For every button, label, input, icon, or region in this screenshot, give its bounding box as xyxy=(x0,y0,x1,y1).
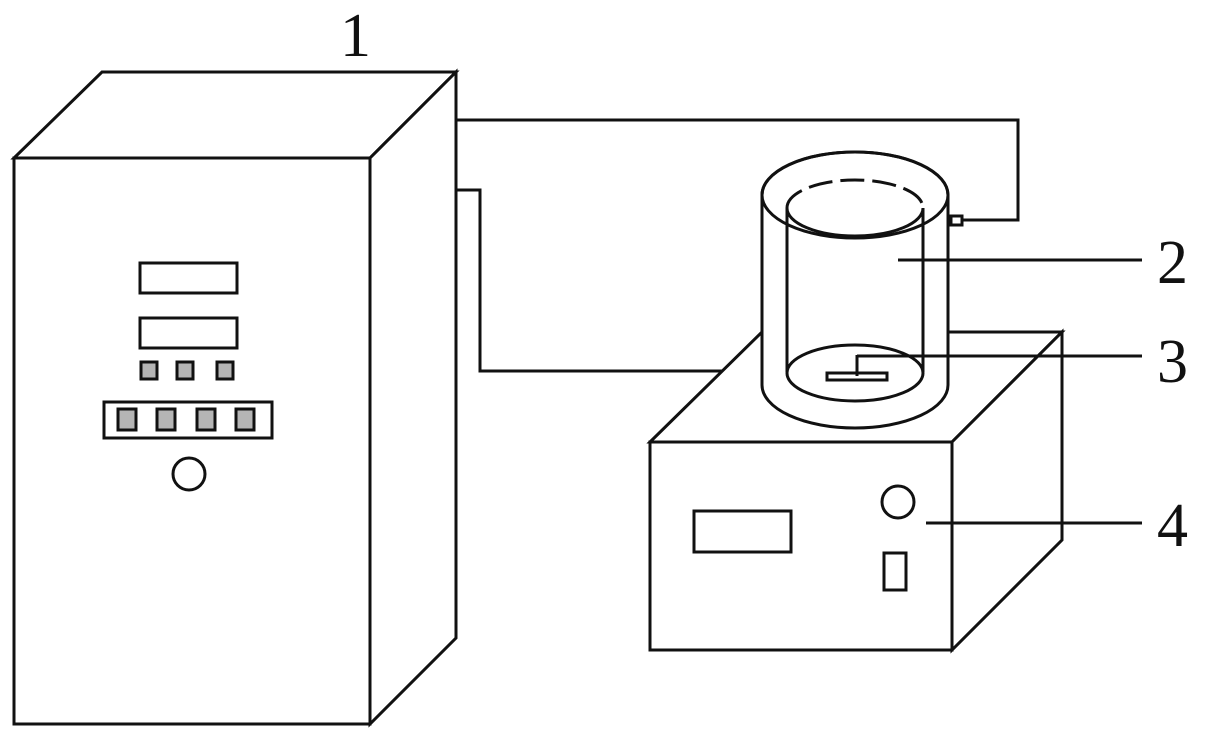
panel-button-3 xyxy=(195,407,217,432)
panel-button-4 xyxy=(234,407,256,432)
cylinder-inner-wall-front xyxy=(785,207,925,238)
base-knob-icon xyxy=(880,484,916,520)
stirrer xyxy=(825,355,889,382)
cabinet-display-top xyxy=(138,261,239,295)
lower-cable xyxy=(456,188,746,373)
leader-lines xyxy=(857,258,1142,525)
control-cabinet xyxy=(10,68,460,728)
upper-cable xyxy=(456,118,1020,222)
label-4: 4 xyxy=(1157,492,1188,560)
upper-cable-connector xyxy=(949,214,964,227)
small-button-2 xyxy=(175,360,195,381)
cabinet-display-bottom xyxy=(138,316,239,350)
base-switch xyxy=(882,551,908,592)
cabinet-knob-icon xyxy=(171,456,207,492)
cabinet-side-face xyxy=(368,68,458,728)
small-button-3 xyxy=(215,360,235,381)
label-2: 2 xyxy=(1157,229,1188,297)
base-display xyxy=(692,509,793,554)
label-1: 1 xyxy=(340,2,371,70)
cylinder-inner-wall-back xyxy=(785,178,925,209)
panel-button-2 xyxy=(155,407,177,432)
cylinder-outer-body xyxy=(760,150,950,430)
panel-button-1 xyxy=(116,407,138,432)
cylinder-outer-rim xyxy=(760,150,950,240)
small-button-1 xyxy=(139,360,159,381)
cabinet-front-face xyxy=(12,156,372,726)
label-3: 3 xyxy=(1157,328,1188,396)
cylinder-vessel xyxy=(760,150,950,430)
cylinder-base-ring xyxy=(785,343,925,403)
